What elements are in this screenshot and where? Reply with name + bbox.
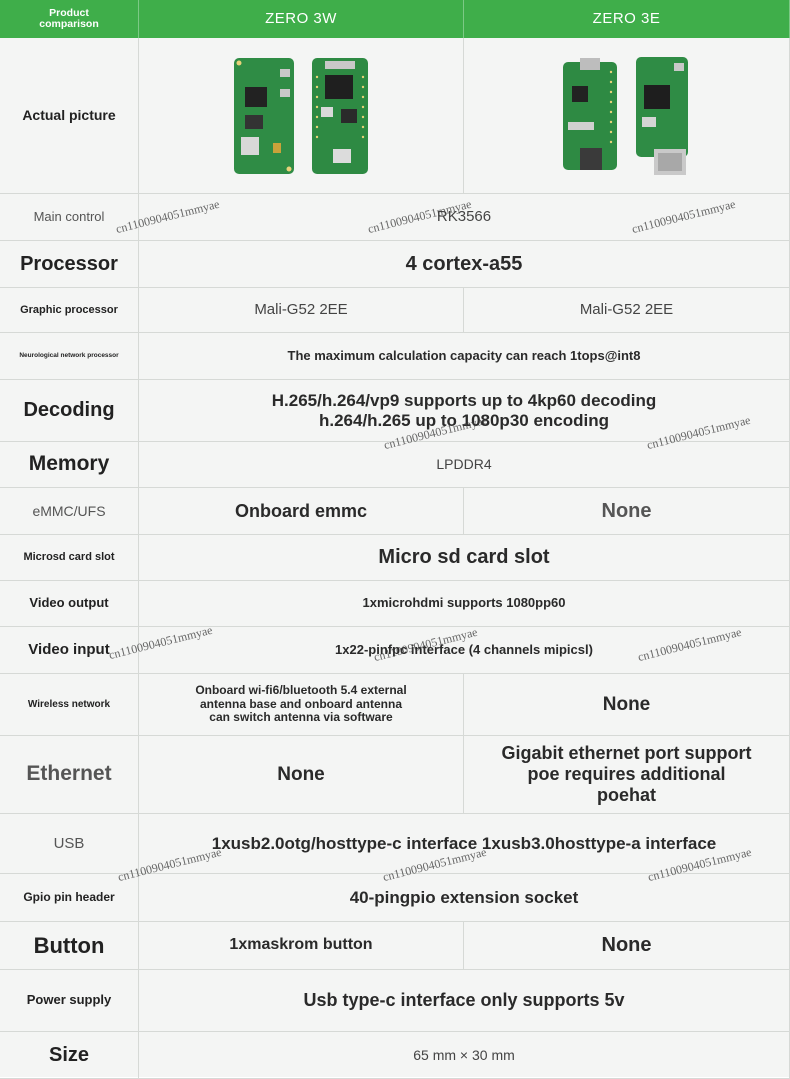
wireless-a-line1: Onboard wi-fi6/bluetooth 5.4 external bbox=[195, 682, 407, 697]
ethernet-value-b: Gigabit ethernet port support poe requir… bbox=[464, 736, 790, 814]
power-value: Usb type-c interface only supports 5v bbox=[139, 970, 790, 1032]
row-label-gpio: Gpio pin header bbox=[0, 874, 139, 922]
row-label-power: Power supply bbox=[0, 970, 139, 1032]
wireless-value-b: None bbox=[464, 674, 790, 736]
row-label-emmc: eMMC/UFS bbox=[0, 488, 139, 535]
row-label-usb: USB bbox=[0, 814, 139, 874]
microsd-value: Micro sd card slot bbox=[139, 535, 790, 581]
row-label-video-input: Video input bbox=[0, 627, 139, 674]
decoding-line2: h.264/h.265 up to 1080p30 encoding bbox=[318, 410, 610, 430]
corner-line1: Product bbox=[49, 6, 89, 19]
zero3w-board-back-image bbox=[312, 57, 368, 174]
row-label-ethernet: Ethernet bbox=[0, 736, 139, 814]
ethernet-value-a: None bbox=[139, 736, 464, 814]
gpu-value-b: Mali-G52 2EE bbox=[464, 288, 790, 333]
model-b-header: ZERO 3E bbox=[464, 0, 790, 38]
row-label-gpu: Graphic processor bbox=[0, 288, 139, 333]
main-control-value: RK3566 bbox=[139, 194, 790, 241]
processor-value: 4 cortex-a55 bbox=[139, 241, 790, 288]
row-label-npu: Neurological network processor bbox=[0, 333, 139, 380]
row-label-main-control: Main control bbox=[0, 194, 139, 241]
row-label-wireless: Wireless network bbox=[0, 674, 139, 736]
row-label-decoding: Decoding bbox=[0, 380, 139, 442]
gpu-value-a: Mali-G52 2EE bbox=[139, 288, 464, 333]
model-a-header: ZERO 3W bbox=[139, 0, 464, 38]
row-label-microsd: Microsd card slot bbox=[0, 535, 139, 581]
corner-header: Product comparison bbox=[0, 0, 139, 38]
row-label-size: Size bbox=[0, 1032, 139, 1079]
video-input-value: 1x22-pinfpc interface (4 channels mipics… bbox=[139, 627, 790, 674]
wireless-a-line3: can switch antenna via software bbox=[209, 710, 393, 725]
memory-value: LPDDR4 bbox=[139, 442, 790, 488]
decoding-line1: H.265/h.264/vp9 supports up to 4kp60 dec… bbox=[271, 390, 657, 410]
ethernet-b-line2: poe requires additional bbox=[527, 764, 726, 785]
row-label-memory: Memory bbox=[0, 442, 139, 488]
zero3e-board-back-image bbox=[635, 56, 688, 175]
ethernet-b-line1: Gigabit ethernet port support bbox=[501, 743, 752, 764]
zero3w-board-front-image bbox=[234, 57, 294, 174]
wireless-a-line2: antenna base and onboard antenna bbox=[199, 696, 403, 711]
usb-value: 1xusb2.0otg/hosttype-c interface 1xusb3.… bbox=[139, 814, 790, 874]
video-output-value: 1xmicrohdmi supports 1080pp60 bbox=[139, 581, 790, 627]
zero3e-board-front-image bbox=[562, 57, 617, 170]
corner-line2: comparison bbox=[39, 18, 99, 30]
size-value: 65 mm × 30 mm bbox=[139, 1032, 790, 1079]
wireless-value-a: Onboard wi-fi6/bluetooth 5.4 external an… bbox=[139, 674, 464, 736]
decoding-value: H.265/h.264/vp9 supports up to 4kp60 dec… bbox=[139, 380, 790, 442]
button-value-a: 1xmaskrom button bbox=[139, 922, 464, 970]
emmc-value-b: None bbox=[464, 488, 790, 535]
npu-value: The maximum calculation capacity can rea… bbox=[139, 333, 790, 380]
gpio-value: 40-pingpio extension socket bbox=[139, 874, 790, 922]
ethernet-b-line3: poehat bbox=[596, 784, 656, 805]
row-label-button: Button bbox=[0, 922, 139, 970]
emmc-value-a: Onboard emmc bbox=[139, 488, 464, 535]
row-label-video-output: Video output bbox=[0, 581, 139, 627]
button-value-b: None bbox=[464, 922, 790, 970]
zero3e-photo bbox=[464, 38, 790, 194]
zero3w-photo bbox=[139, 38, 464, 194]
row-label-picture: Actual picture bbox=[0, 38, 139, 194]
row-label-processor: Processor bbox=[0, 241, 139, 288]
